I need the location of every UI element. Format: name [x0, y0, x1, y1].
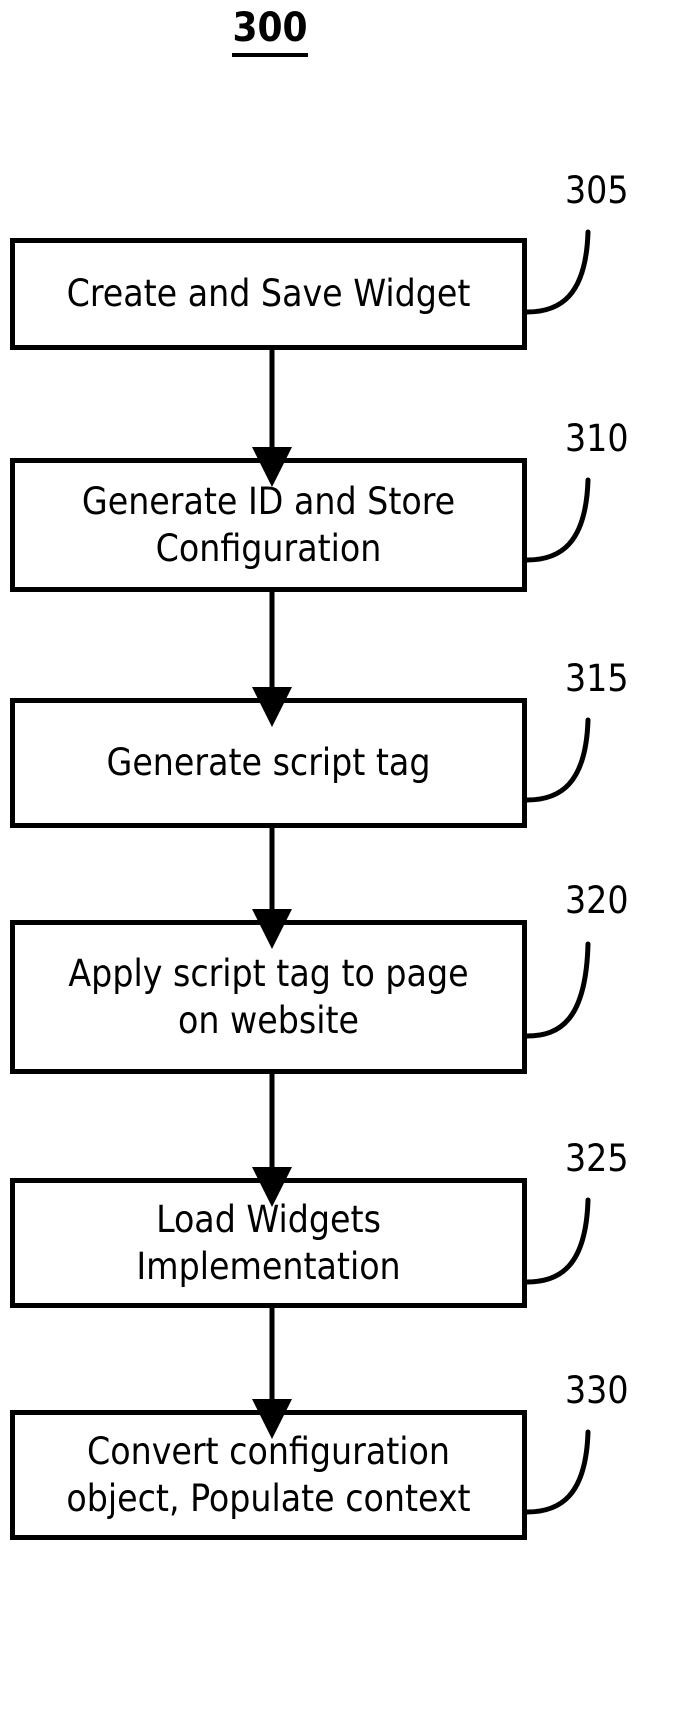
figure-title: 300 [0, 5, 540, 57]
reference-numeral-325: 325 [565, 1137, 629, 1180]
process-box-320: Apply script tag to page on website [10, 920, 527, 1074]
leader-line-330 [524, 1429, 591, 1515]
reference-numeral-305: 305 [565, 169, 629, 212]
process-box-325: Load Widgets Implementation [10, 1178, 527, 1308]
reference-numeral-330: 330 [565, 1369, 629, 1412]
leader-line-305 [524, 229, 591, 315]
leader-line-320 [524, 941, 591, 1039]
process-box-315: Generate script tag [10, 698, 527, 828]
process-box-310: Generate ID and Store Configuration [10, 458, 527, 592]
reference-numeral-310: 310 [565, 417, 629, 460]
process-box-330: Convert configuration object, Populate c… [10, 1410, 527, 1540]
reference-numeral-315: 315 [565, 657, 629, 700]
leader-line-325 [524, 1197, 591, 1285]
leader-line-310 [524, 477, 591, 563]
leader-line-315 [524, 717, 591, 803]
reference-numeral-320: 320 [565, 879, 629, 922]
figure-number: 300 [232, 5, 308, 57]
process-box-305: Create and Save Widget [10, 238, 527, 350]
